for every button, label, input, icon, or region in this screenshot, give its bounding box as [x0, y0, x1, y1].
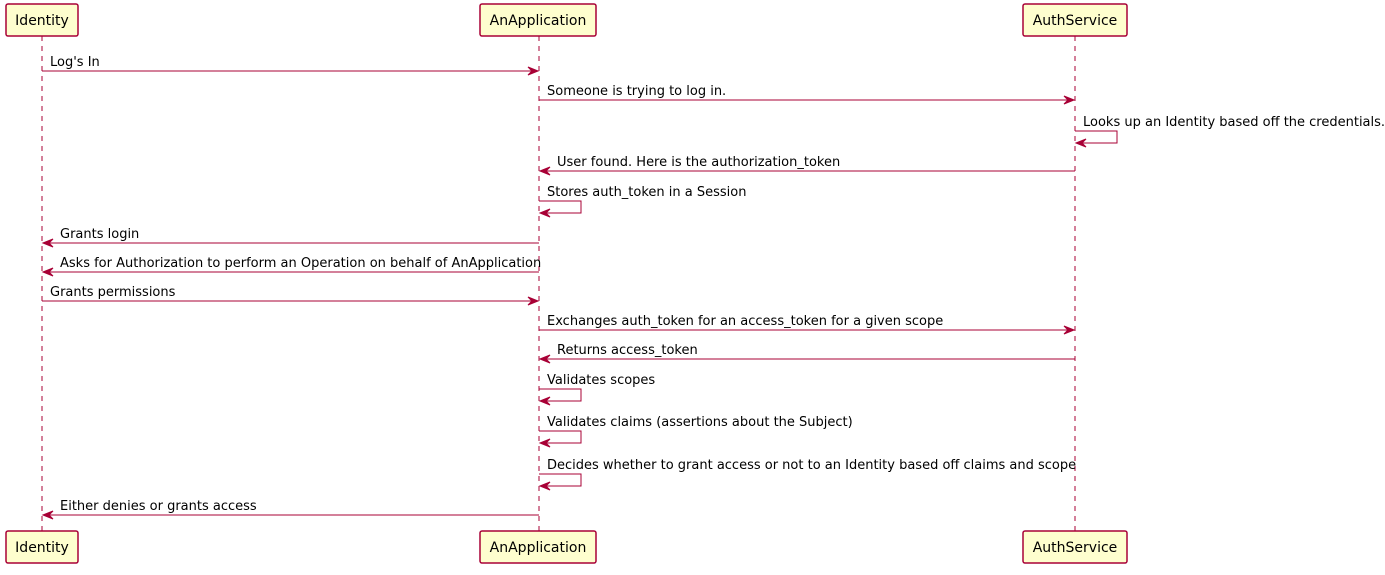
- message-7: Asks for Authorization to perform an Ope…: [41, 256, 541, 277]
- message-label: Returns access_token: [557, 343, 698, 358]
- message-label: Asks for Authorization to perform an Ope…: [60, 256, 541, 271]
- message-9: Exchanges auth_token for an access_token…: [539, 314, 1076, 335]
- arrowhead: [538, 166, 551, 176]
- message-8: Grants permissions: [42, 285, 540, 306]
- arrowhead: [41, 238, 54, 248]
- participant-anapplication-label: AnApplication: [490, 540, 587, 556]
- message-label: Validates claims (assertions about the S…: [547, 415, 853, 430]
- arrowhead: [41, 510, 54, 520]
- message-label: Exchanges auth_token for an access_token…: [547, 314, 943, 329]
- message-2: Someone is trying to log in.: [539, 84, 1076, 105]
- message-10: Returns access_token: [538, 343, 1075, 364]
- message-label: Either denies or grants access: [60, 499, 257, 514]
- messages-group: Log's In Someone is trying to log in. Look…: [41, 55, 1385, 520]
- self-message-line: [539, 388, 582, 402]
- arrowhead: [41, 267, 54, 277]
- participant-authservice-label: AuthService: [1033, 13, 1118, 29]
- arrowhead: [538, 208, 551, 218]
- message-label: Grants permissions: [50, 285, 176, 300]
- arrowhead: [538, 396, 551, 406]
- message-11: Validates scopes: [538, 373, 655, 406]
- message-label: Looks up an Identity based off the crede…: [1083, 115, 1385, 130]
- message-label: User found. Here is the authorization_to…: [557, 155, 840, 170]
- message-label: Stores auth_token in a Session: [547, 185, 746, 200]
- message-label: Log's In: [50, 55, 100, 70]
- participant-anapplication-top: AnApplication: [479, 3, 597, 37]
- arrowhead: [527, 296, 540, 306]
- message-4: User found. Here is the authorization_to…: [538, 155, 1075, 176]
- arrowhead: [538, 481, 551, 491]
- message-13: Decides whether to grant access or not t…: [538, 458, 1076, 491]
- arrowhead: [538, 438, 551, 448]
- participant-anapplication-label: AnApplication: [490, 13, 587, 29]
- arrowhead: [1063, 325, 1076, 335]
- arrowhead: [1074, 138, 1087, 148]
- message-1: Log's In: [42, 55, 540, 76]
- message-12: Validates claims (assertions about the S…: [538, 415, 853, 448]
- message-label: Validates scopes: [547, 373, 655, 388]
- participant-anapplication-bottom: AnApplication: [479, 530, 597, 564]
- arrowhead: [1063, 95, 1076, 105]
- participant-identity-top: Identity: [5, 3, 79, 37]
- message-label: Grants login: [60, 227, 139, 242]
- arrowhead: [538, 354, 551, 364]
- participant-authservice-top: AuthService: [1022, 3, 1128, 37]
- participant-authservice-label: AuthService: [1033, 540, 1118, 556]
- self-message-line: [539, 200, 582, 214]
- message-label: Decides whether to grant access or not t…: [547, 458, 1076, 473]
- message-6: Grants login: [41, 227, 539, 248]
- self-message-line: [539, 430, 582, 444]
- participant-authservice-bottom: AuthService: [1022, 530, 1128, 564]
- participant-identity-label: Identity: [15, 540, 69, 556]
- message-14: Either denies or grants access: [41, 499, 539, 520]
- message-3: Looks up an Identity based off the crede…: [1074, 115, 1385, 148]
- message-label: Someone is trying to log in.: [547, 84, 726, 99]
- participant-identity-label: Identity: [15, 13, 69, 29]
- self-message-line: [1075, 130, 1118, 144]
- participant-identity-bottom: Identity: [5, 530, 79, 564]
- arrowhead: [527, 66, 540, 76]
- self-message-line: [539, 473, 582, 487]
- message-5: Stores auth_token in a Session: [538, 185, 746, 218]
